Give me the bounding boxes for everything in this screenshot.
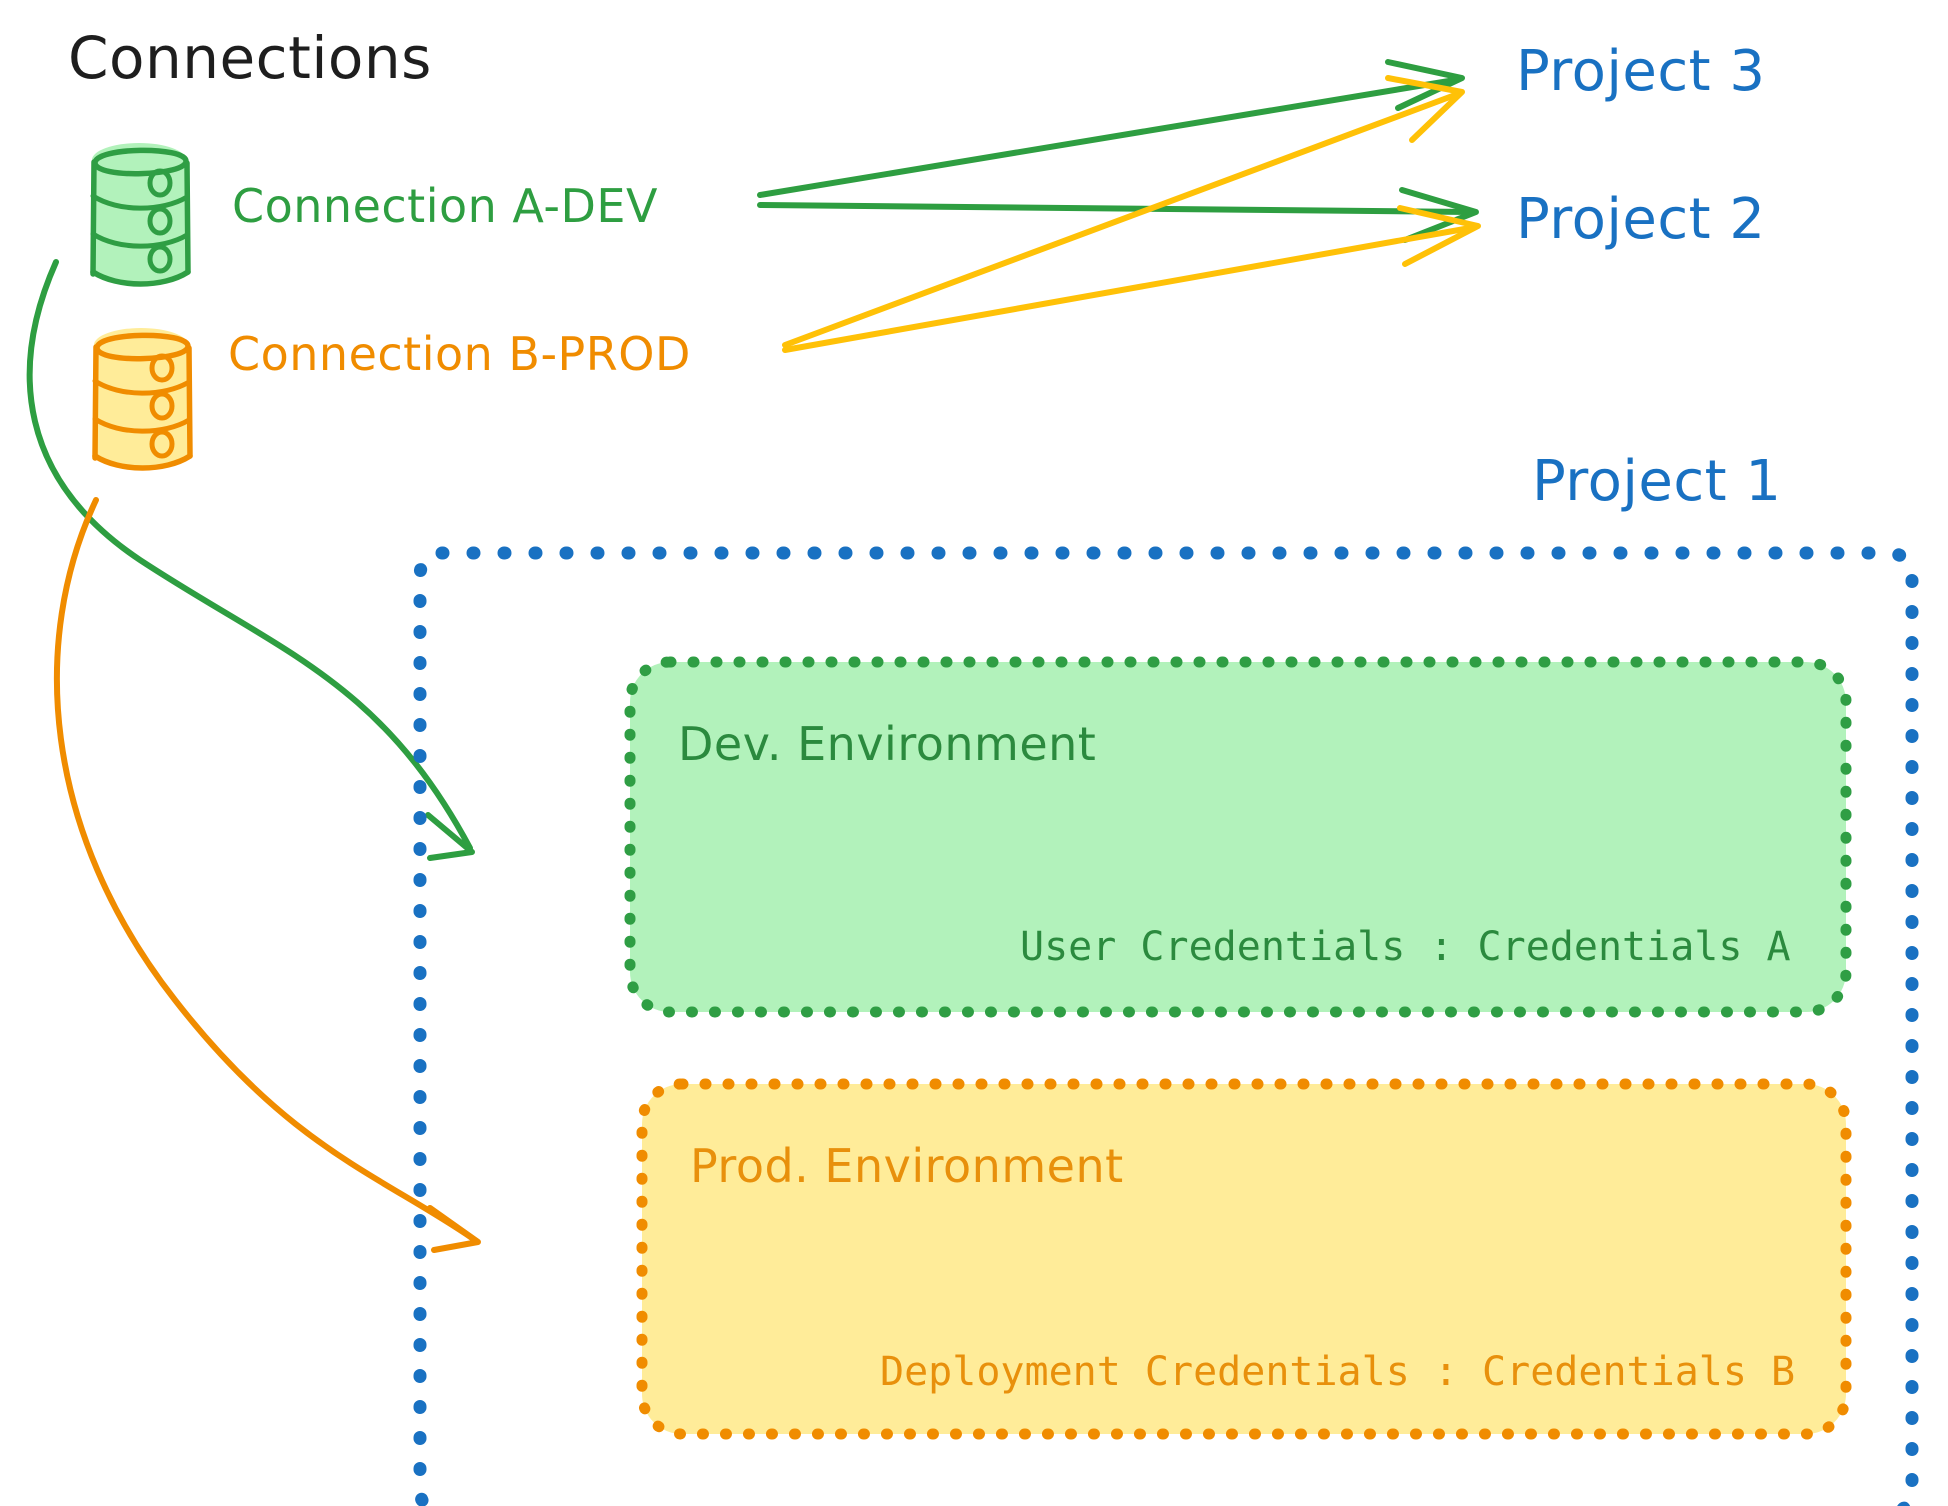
edge-a-dev-to-project-3 bbox=[757, 59, 1465, 198]
database-cylinder-icon-b-prod[interactable] bbox=[92, 328, 193, 471]
connection-b-prod-label[interactable]: Connection B-PROD bbox=[228, 327, 691, 381]
prod-environment-fill bbox=[642, 1084, 1846, 1434]
page-title: Connections bbox=[68, 24, 432, 92]
edge-a-dev-to-dev-environment bbox=[26, 259, 475, 861]
edge-b-prod-to-project-2 bbox=[782, 205, 1481, 353]
edge-a-dev-to-project-2 bbox=[757, 187, 1479, 243]
dev-environment-title: Dev. Environment bbox=[678, 717, 1096, 771]
project-1-container-border bbox=[413, 546, 1919, 1506]
project-1-label[interactable]: Project 1 bbox=[1532, 449, 1782, 514]
edge-b-prod-to-project-3 bbox=[782, 75, 1465, 348]
project-3-label[interactable]: Project 3 bbox=[1516, 39, 1766, 104]
prod-environment-credentials: Deployment Credentials : Credentials B bbox=[880, 1349, 1795, 1395]
edge-b-prod-to-prod-environment bbox=[53, 497, 481, 1253]
database-cylinder-icon-a-dev[interactable] bbox=[90, 143, 191, 287]
connection-a-dev-label[interactable]: Connection A-DEV bbox=[232, 179, 658, 233]
project-2-label[interactable]: Project 2 bbox=[1516, 187, 1766, 252]
dev-environment-border bbox=[624, 656, 1852, 1018]
dev-environment-credentials: User Credentials : Credentials A bbox=[1020, 924, 1791, 970]
prod-environment-title: Prod. Environment bbox=[690, 1139, 1124, 1193]
dev-environment-fill bbox=[630, 662, 1846, 1012]
